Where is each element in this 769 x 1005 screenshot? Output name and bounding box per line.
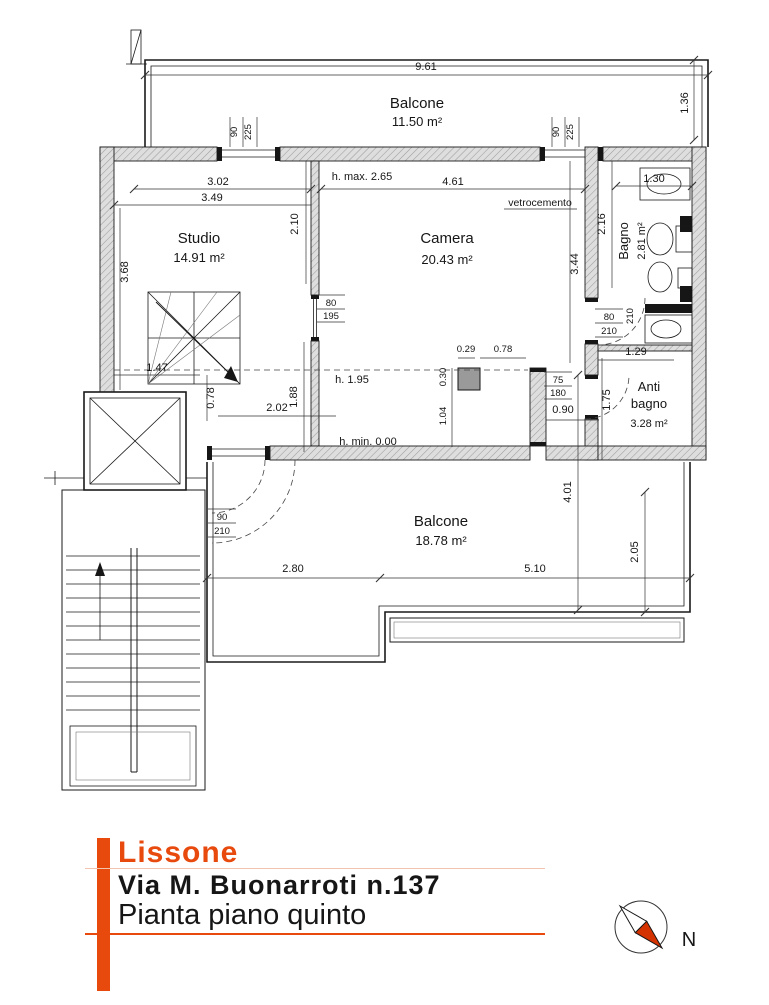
stairwell: [44, 471, 207, 791]
titleblock-accent-bar: [97, 838, 110, 991]
dim-stair-w: 1.47: [146, 362, 167, 374]
room-area-bagno: 2.81 m²: [636, 222, 648, 260]
walls-layer: [99, 146, 707, 461]
dimension-texts: 9.61 1.36 3.02 3.49 4.61 1.30 3.68 2.10 …: [119, 61, 691, 575]
door-antibagno-height: 180: [550, 388, 566, 399]
annotation-h-mid: h. 1.95: [335, 374, 369, 386]
room-label-antibagno-2: bagno: [631, 396, 667, 411]
titleblock-city: Lissone: [118, 836, 239, 869]
door-top-left-height: 225: [243, 124, 254, 140]
dim-pass-w: 0.90: [552, 404, 573, 416]
internal-stair: [147, 291, 241, 385]
dim-pillar-off: 0.29: [457, 344, 476, 355]
dim-balcony-w1: 2.80: [282, 563, 303, 575]
door-balcony-height: 210: [214, 526, 230, 537]
top-balcony-outline: [126, 29, 713, 147]
dim-bagno-top: 1.30: [643, 173, 664, 185]
door-balcony-width: 90: [217, 512, 228, 523]
dim-pillar-gap: 0.78: [494, 344, 513, 355]
dim-bagno-w: 2.16: [596, 213, 608, 234]
dim-anti-w: 1.29: [625, 346, 646, 358]
dim-top-width: 9.61: [415, 61, 436, 73]
dim-camera-w: 4.61: [442, 176, 463, 188]
dim-balcony-right: 2.05: [629, 541, 641, 562]
compass-needle-north: [634, 920, 664, 950]
dim-studio-h: 3.68: [119, 261, 131, 282]
door-studio-width: 80: [326, 298, 337, 309]
door-top-right-height: 225: [565, 124, 576, 140]
room-area-studio: 14.91 m²: [173, 250, 225, 265]
elevator-shaft: [83, 391, 187, 491]
door-swing-arcs: [114, 297, 646, 544]
door-top-left-width: 90: [229, 127, 240, 138]
door-size-labels: 90 225 90 225 80 195 80 210 210 75 180 9…: [214, 124, 636, 537]
door-bagno-height: 210: [601, 326, 617, 337]
dim-pillar-w: 0.30: [438, 368, 449, 387]
compass-rose: N: [614, 900, 696, 954]
dim-balcony-w2: 5.10: [524, 563, 545, 575]
dim-pillar-h: 1.04: [438, 407, 449, 426]
dim-balcony-depth: 4.01: [562, 481, 574, 502]
room-labels: Balcone 11.50 m² Studio 14.91 m² Camera …: [173, 95, 668, 548]
dim-stair-d: 0.78: [205, 387, 217, 408]
room-label-antibagno-1: Anti: [638, 379, 661, 394]
room-area-antibagno: 3.28 m²: [630, 418, 668, 430]
dim-nook-w: 2.02: [266, 402, 287, 414]
titleblock-divider-top: [85, 868, 545, 869]
dim-nook-h: 1.88: [288, 386, 300, 407]
titleblock-divider-bottom: [85, 933, 545, 935]
door-bagno-width: 80: [604, 312, 615, 323]
bottom-balcony-outline: [202, 370, 695, 663]
dim-partition-h: 2.10: [289, 213, 301, 234]
compass-north-label: N: [682, 929, 696, 951]
door-studio-height: 195: [323, 311, 339, 322]
dimension-lines: [109, 117, 697, 538]
door-top-right-width: 90: [551, 127, 562, 138]
room-label-camera: Camera: [420, 230, 474, 247]
annotation-h-max: h. max. 2.65: [332, 171, 393, 183]
annotation-vetrocemento: vetrocemento: [508, 197, 572, 209]
dim-studio-w-inner: 3.02: [207, 176, 228, 188]
room-area-balcone-bottom: 18.78 m²: [415, 533, 467, 548]
dim-studio-w: 3.49: [201, 192, 222, 204]
room-label-balcone-bottom: Balcone: [414, 513, 468, 530]
door-bagno-height-alt: 210: [625, 308, 636, 324]
room-label-studio: Studio: [178, 230, 221, 247]
bathroom-fixtures: [639, 167, 693, 344]
dim-top-depth: 1.36: [679, 92, 691, 113]
room-label-bagno: Bagno: [616, 222, 631, 260]
titleblock-address: Via M. Buonarroti n.137: [118, 870, 441, 900]
annotations: h. max. 2.65 vetrocemento h. 1.95 h. min…: [332, 171, 572, 448]
room-area-balcone-top: 11.50 m²: [392, 114, 443, 129]
titleblock-plan-name: Pianta piano quinto: [118, 899, 367, 931]
dim-camera-h: 3.44: [569, 253, 581, 274]
door-antibagno-width: 75: [553, 375, 564, 386]
dim-anti-h: 1.75: [601, 389, 613, 410]
room-area-camera: 20.43 m²: [421, 252, 473, 267]
room-label-balcone-top: Balcone: [390, 95, 444, 112]
annotation-h-min: h. min. 0.00: [339, 436, 396, 448]
